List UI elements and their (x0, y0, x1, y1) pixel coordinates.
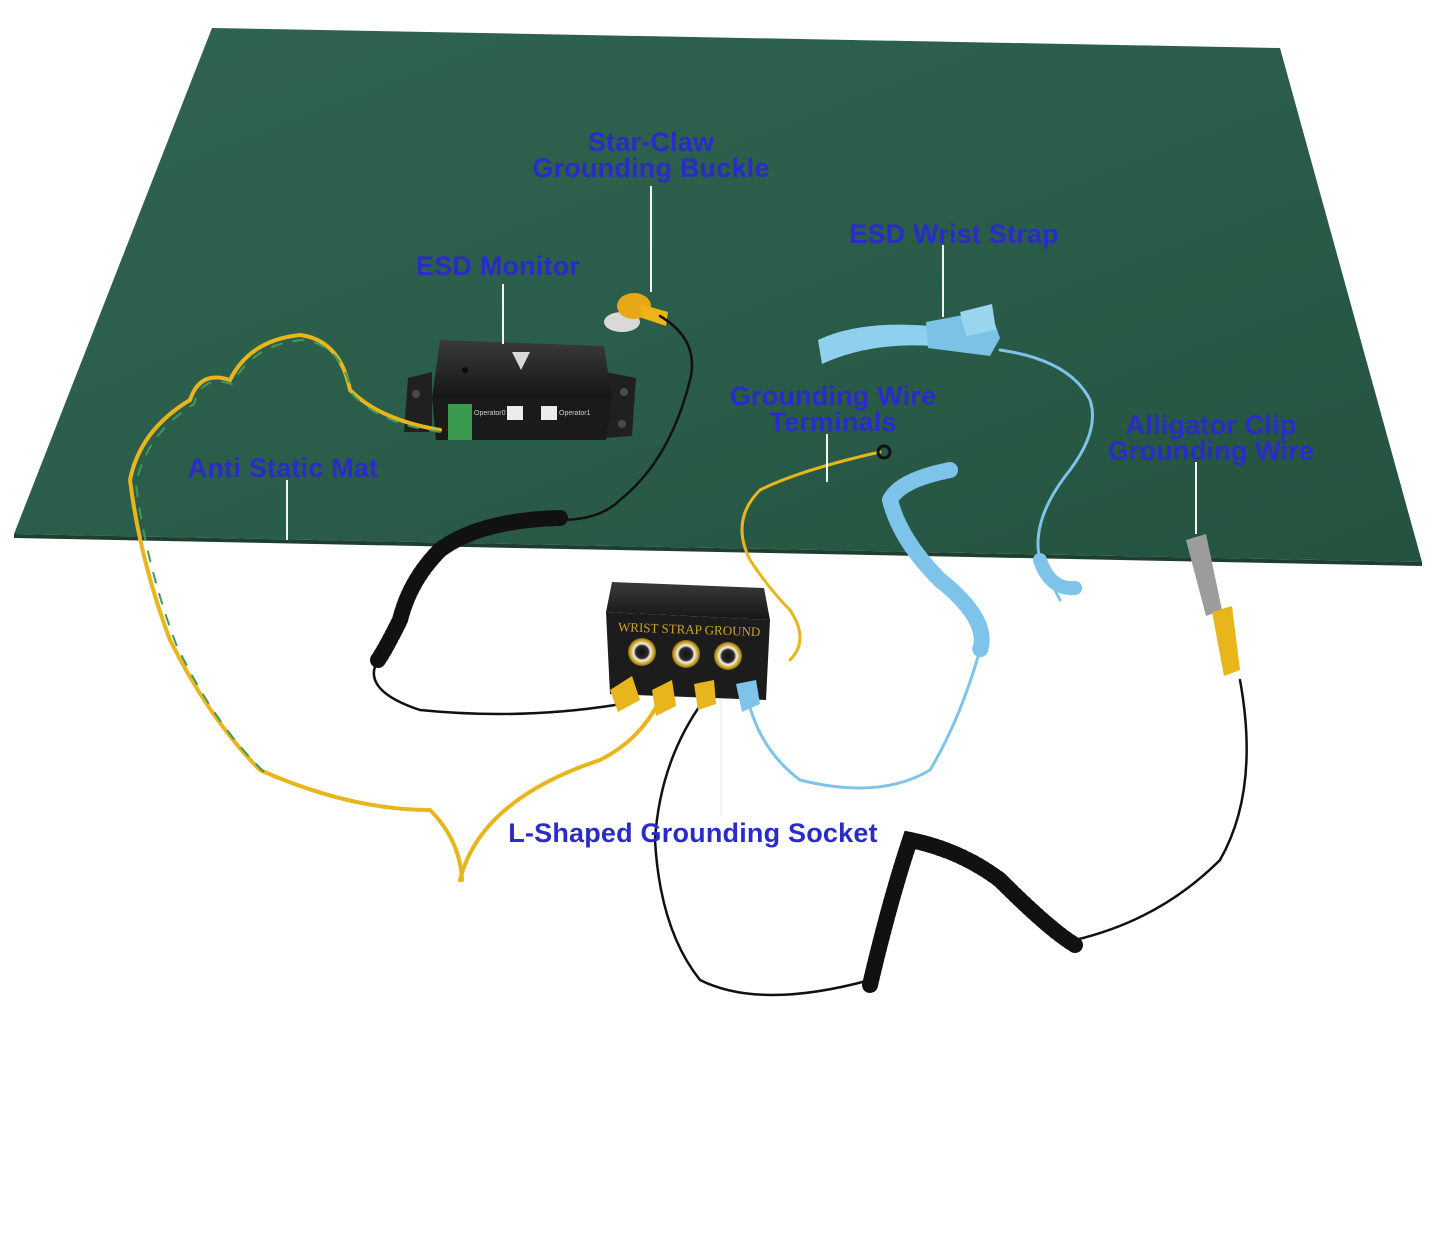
label-l-shaped-socket: L-Shaped Grounding Socket (508, 818, 878, 848)
label-esd-monitor: ESD Monitor (415, 251, 581, 281)
label-esd-wrist-strap: ESD Wrist Strap (849, 219, 1059, 249)
label-star-claw-line2: Grounding Buckle (532, 153, 770, 183)
jack-icon (628, 638, 656, 666)
label-alligator-line1: Alligator Clip (1125, 410, 1297, 440)
label-anti-static-mat: Anti Static Mat (187, 453, 379, 483)
leader-socket (720, 700, 722, 816)
leader-esd-monitor (502, 284, 504, 344)
label-star-claw-buckle: Star-Claw Grounding Buckle (524, 127, 778, 183)
label-terminals-line1: Grounding Wire (729, 381, 937, 411)
leader-star-claw (650, 186, 652, 292)
wrist-strap-ground-box (606, 582, 770, 716)
jack-icon (714, 642, 742, 670)
esd-wrist-strap (818, 304, 1000, 364)
label-terminals-line2: Terminals (769, 407, 897, 437)
label-alligator-line2: Grounding Wire (1107, 436, 1315, 466)
label-grounding-wire-terminals: Grounding Wire Terminals (720, 381, 946, 437)
leader-mat (286, 480, 288, 540)
leader-alligator (1195, 462, 1197, 534)
monitor-logo-icon (512, 352, 530, 370)
monitor-port-2-label: Operator1 (559, 410, 591, 417)
anti-static-mat (14, 28, 1422, 566)
star-claw-buckle (604, 293, 668, 332)
label-alligator-clip: Alligator Clip Grounding Wire (1098, 410, 1324, 466)
alligator-clip (1186, 534, 1240, 676)
leader-terminals (826, 434, 828, 482)
ring-terminal (876, 444, 892, 460)
esd-monitor (404, 340, 636, 440)
monitor-port-1-label: Operator0 (474, 410, 506, 417)
jack-icon (672, 640, 700, 668)
leader-wrist-strap (942, 245, 944, 317)
terminal-block (448, 404, 472, 440)
wires (127, 314, 1248, 997)
label-star-claw-line1: Star-Claw (587, 127, 715, 157)
